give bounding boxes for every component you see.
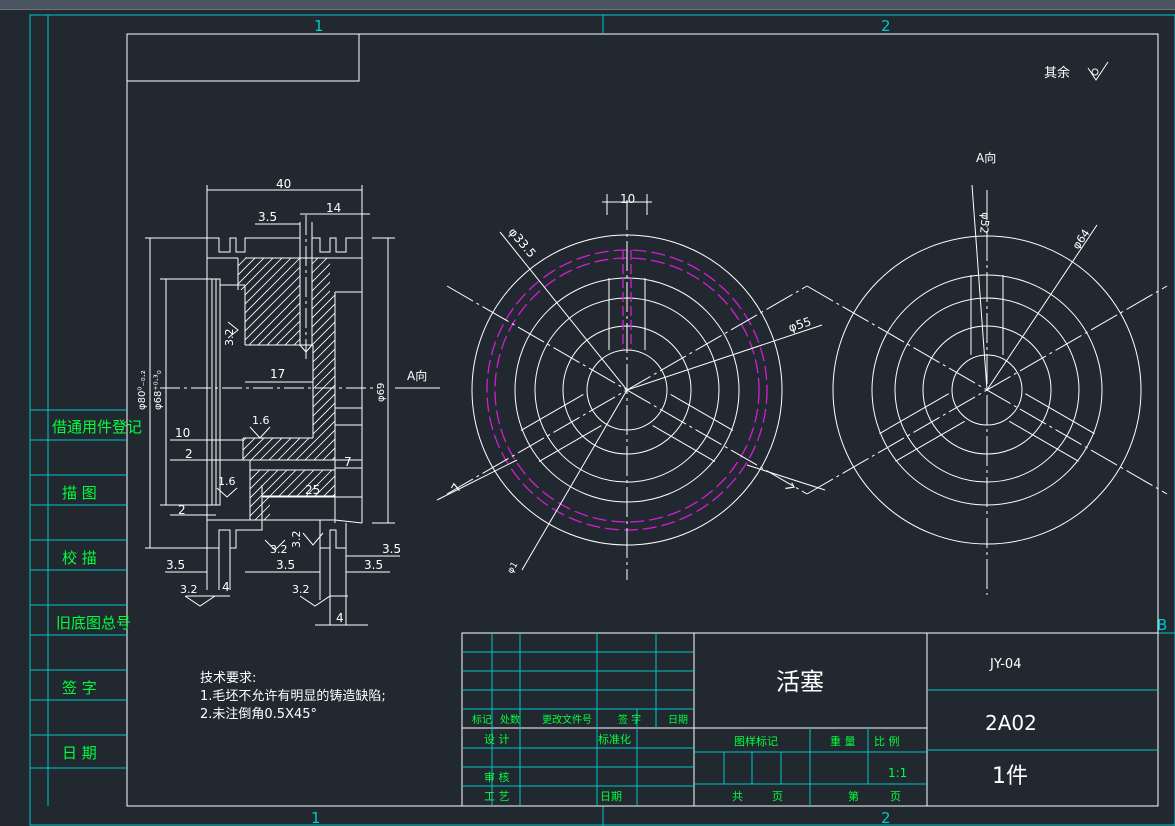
rev-header-file: 更改文件号 [542, 713, 592, 726]
side-label-check: 校 描 [62, 549, 97, 567]
dim-phi64: φ64 [1070, 227, 1093, 252]
dim-front-7a: 7 [448, 481, 464, 495]
dim-3-5-top: 3.5 [258, 210, 277, 224]
dim-3-5-r1: 3.5 [382, 542, 401, 556]
side-label-sign: 签 字 [62, 679, 97, 697]
front-view[interactable] [436, 194, 826, 580]
rev-header-mark: 标记 [472, 714, 492, 726]
window-top-bar [0, 0, 1175, 10]
rev-header-date: 日期 [668, 714, 688, 726]
label-standard: 标准化 [598, 732, 631, 746]
roughness-other: 其余 [1044, 61, 1109, 81]
dim-17: 17 [270, 367, 285, 381]
grid-row-b: B [1157, 616, 1167, 634]
rev-header-count: 处数 [500, 713, 520, 726]
side-label-borrow: 借通用件登记 [52, 418, 142, 436]
part-name: 活塞 [776, 668, 824, 696]
dim-phi55: φ55 [787, 314, 813, 334]
dim-40: 40 [276, 177, 291, 191]
label-scale: 比 例 [874, 734, 900, 748]
dim-3-5-left: 3.5 [166, 558, 185, 572]
rough-3-2-c: 3.2 [290, 531, 303, 549]
drawing-frame [29, 14, 1175, 826]
rough-3-2-a: 3.2 [223, 329, 236, 347]
grid-col-1-top: 1 [314, 17, 324, 35]
dim-phi80: φ80⁰₋₀.₂ [137, 370, 148, 410]
tech-line-2: 2.未注倒角0.5X45° [200, 707, 317, 722]
label-weight: 重 量 [830, 734, 856, 748]
label-total: 共 [732, 790, 743, 803]
material: 2A02 [985, 711, 1037, 735]
dim-phi52: φ52 [977, 212, 992, 234]
label-page-2: 页 [890, 790, 901, 803]
dim-7-side: 7 [344, 455, 352, 469]
grid-col-1-bottom: 1 [311, 809, 321, 826]
dim-14: 14 [326, 201, 341, 215]
dim-4-left: 4 [222, 580, 230, 594]
rough-1-6-a: 1.6 [252, 414, 270, 427]
quantity: 1件 [992, 764, 1028, 789]
side-panel [30, 15, 127, 806]
tech-title: 技术要求: [200, 671, 256, 686]
label-process: 工 艺 [484, 790, 510, 803]
rough-3-2-e: 3.2 [292, 583, 310, 596]
rough-3-2-b: 3.2 [270, 543, 288, 556]
a-view-title: A向 [976, 150, 996, 165]
side-label-date: 日 期 [62, 744, 97, 762]
svg-text:其余: 其余 [1044, 65, 1070, 81]
section-view[interactable] [0, 185, 832, 626]
side-label-old-no: 旧底图总号 [56, 614, 131, 632]
rough-3-2-d: 3.2 [180, 583, 198, 596]
title-block-grid [461, 632, 1159, 807]
dim-phi69: φ69 [376, 383, 387, 402]
tech-line-1: 1.毛坯不允许有明显的铸造缺陷; [200, 688, 386, 704]
drawing-number: JY-04 [989, 657, 1021, 672]
dim-phi33-5: φ33.5 [506, 225, 539, 261]
label-design: 设 计 [484, 733, 510, 746]
label-date: 日期 [600, 790, 622, 803]
dim-front-10: 10 [620, 192, 635, 206]
scale-value: 1:1 [888, 766, 907, 780]
rough-1-6-b: 1.6 [218, 475, 236, 488]
label-review: 审 核 [484, 770, 510, 784]
rev-header-sign: 签 字 [618, 713, 641, 726]
a-view[interactable] [806, 184, 1168, 595]
dim-2-a: 2 [185, 447, 193, 461]
dim-3-5-r2: 3.5 [364, 558, 383, 572]
label-sheet: 第 [848, 789, 859, 803]
dim-4-bottom: 4 [336, 611, 344, 625]
dim-phi68: φ68⁺⁰·³₀ [153, 370, 164, 410]
label-page: 页 [772, 790, 783, 803]
dim-10: 10 [175, 426, 190, 440]
a-direction-label: A向 [407, 368, 427, 383]
side-label-trace: 描 图 [62, 484, 97, 502]
dim-2-b: 2 [178, 503, 186, 517]
dim-3-5-mid: 3.5 [276, 558, 295, 572]
label-stage-mark: 图样标记 [734, 734, 778, 748]
dim-front-7b: 7 [781, 481, 797, 495]
dim-25: 25 [305, 483, 320, 497]
grid-col-2-top: 2 [881, 17, 891, 35]
dim-phi-small: φ1 [506, 560, 520, 575]
grid-col-2-bottom: 2 [881, 809, 891, 826]
